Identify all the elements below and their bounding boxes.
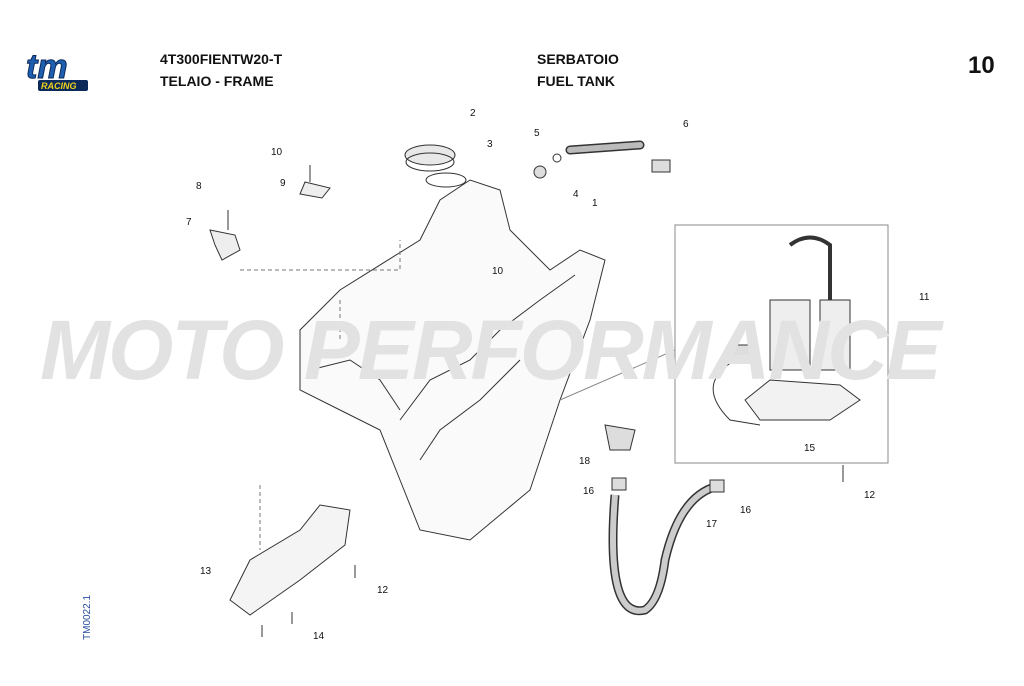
o-ring (425, 172, 467, 188)
callout-5: 5 (534, 128, 540, 139)
fuel-pump (788, 235, 832, 300)
callout-7: 7 (186, 217, 192, 228)
page-number: 10 (968, 52, 995, 79)
svg-text:RACING: RACING (41, 81, 77, 91)
callout-11: 11 (919, 292, 930, 303)
clamp (552, 153, 562, 163)
title-italian: SERBATOIO (537, 51, 619, 67)
callout-1: 1 (592, 198, 598, 209)
hose-clamp (611, 477, 627, 491)
watermark: MOTO PERFORMANCE (40, 303, 942, 397)
callout-10: 10 (492, 266, 504, 277)
bracket (209, 229, 241, 261)
callout-9: 9 (280, 178, 286, 189)
plate (299, 181, 331, 199)
title-english: FUEL TANK (537, 73, 616, 89)
callout-15: 15 (804, 443, 816, 454)
callout-12: 12 (377, 585, 389, 596)
callout-3: 3 (487, 139, 493, 150)
callout-2: 2 (470, 108, 476, 119)
quick-connector (604, 424, 636, 451)
model-code: 4T300FIENTW20-T (160, 51, 283, 67)
breather-valve (651, 159, 671, 173)
callout-10: 10 (271, 147, 283, 158)
callout-6: 6 (683, 119, 689, 130)
callout-17: 17 (706, 519, 718, 530)
callout-12: 12 (864, 490, 876, 501)
svg-text:tm: tm (26, 50, 68, 86)
callout-18: 18 (579, 456, 591, 467)
heat-guard (229, 504, 351, 616)
callout-16: 16 (740, 505, 752, 516)
callout-8: 8 (196, 181, 202, 192)
fuel-pump-detail-box (674, 224, 889, 464)
callout-4: 4 (573, 189, 579, 200)
tm-racing-logo: tm RACING (24, 48, 100, 99)
group-name: TELAIO - FRAME (160, 73, 274, 89)
hose-clamp (709, 479, 725, 493)
callout-14: 14 (313, 631, 325, 642)
tank-cap (404, 144, 456, 166)
callout-16: 16 (583, 486, 595, 497)
fitting (533, 165, 547, 179)
callout-13: 13 (200, 566, 212, 577)
